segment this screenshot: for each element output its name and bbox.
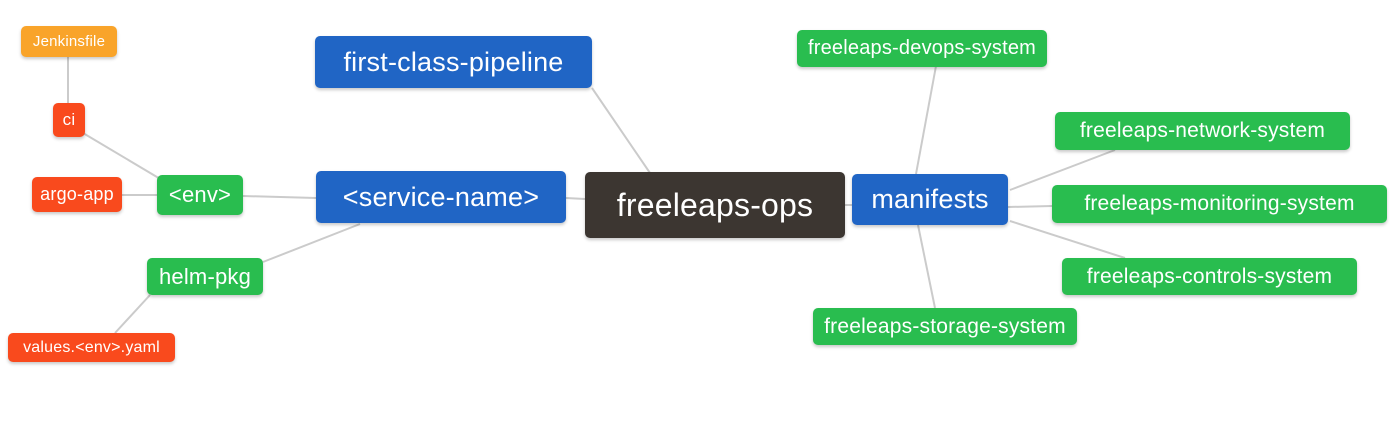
node-first-class-pipeline[interactable]: first-class-pipeline — [315, 36, 592, 88]
node-helm-pkg[interactable]: helm-pkg — [147, 258, 263, 295]
node-freeleaps-monitoring-system[interactable]: freeleaps-monitoring-system — [1052, 185, 1387, 223]
edge-values-helm-pkg — [114, 294, 151, 334]
node-env[interactable]: <env> — [157, 175, 243, 215]
node-freeleaps-network-system[interactable]: freeleaps-network-system — [1055, 112, 1350, 150]
edge-env-service-name — [242, 195, 317, 199]
edge-helm-pkg-service-name — [262, 223, 361, 263]
edge-first-class-pipeline-freeleaps-ops — [591, 87, 651, 174]
node-freeleaps-controls-system[interactable]: freeleaps-controls-system — [1062, 258, 1357, 295]
edge-manifests-network — [1009, 149, 1116, 191]
edge-service-name-freeleaps-ops — [565, 197, 586, 200]
node-freeleaps-storage-system[interactable]: freeleaps-storage-system — [813, 308, 1077, 345]
node-manifests[interactable]: manifests — [852, 174, 1008, 225]
node-service-name[interactable]: <service-name> — [316, 171, 566, 223]
node-argo-app[interactable]: argo-app — [32, 177, 122, 212]
node-ci[interactable]: ci — [53, 103, 85, 137]
edge-manifests-devops — [915, 65, 937, 175]
edge-manifests-monitoring — [1007, 205, 1053, 208]
node-values-env-yaml[interactable]: values.<env>.yaml — [8, 333, 175, 362]
node-freeleaps-ops-root[interactable]: freeleaps-ops — [585, 172, 845, 238]
edge-ci-env — [82, 132, 163, 181]
node-jenkinsfile[interactable]: Jenkinsfile — [21, 26, 117, 57]
edge-manifests-storage — [917, 224, 936, 309]
node-freeleaps-devops-system[interactable]: freeleaps-devops-system — [797, 30, 1047, 67]
edge-manifests-controls — [1009, 220, 1126, 259]
